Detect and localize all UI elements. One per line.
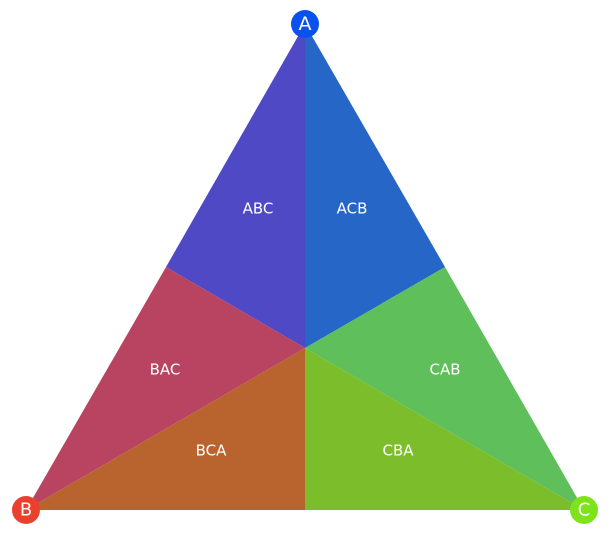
region-label-cab: CAB <box>429 361 460 379</box>
region-label-bca: BCA <box>196 442 228 460</box>
vertex-c-label: C <box>578 500 591 521</box>
region-label-acb: ACB <box>337 200 368 218</box>
region-bac <box>26 267 305 510</box>
vertex-c-marker <box>570 496 598 524</box>
region-label-bac: BAC <box>150 361 181 379</box>
vertex-b: B <box>12 496 40 524</box>
vertex-c: C <box>570 496 598 524</box>
vertex-a-marker <box>291 10 319 38</box>
vertex-a-label: A <box>299 13 312 35</box>
vertex-b-label: B <box>20 500 32 521</box>
region-bca <box>26 348 305 510</box>
region-abc <box>166 24 305 348</box>
vertex-a: A <box>291 10 319 38</box>
region-cab <box>305 267 584 510</box>
region-cba <box>305 348 584 510</box>
region-acb <box>305 24 445 348</box>
vertex-b-marker <box>12 496 40 524</box>
region-label-cba: CBA <box>382 442 414 460</box>
region-label-abc: ABC <box>243 200 274 218</box>
